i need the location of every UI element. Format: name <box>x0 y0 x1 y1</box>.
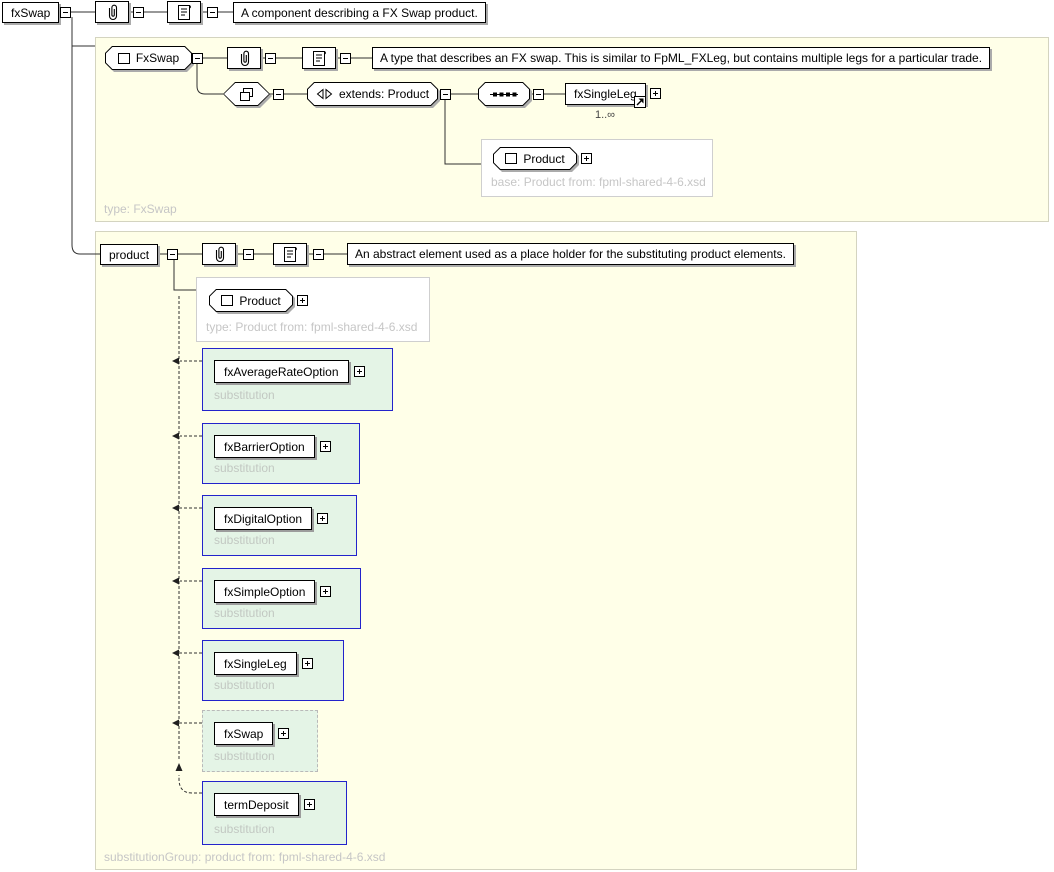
annotation-node[interactable] <box>302 47 336 69</box>
square-icon <box>118 53 130 64</box>
substitution-caption: substitution <box>214 678 275 692</box>
substitution-element-node[interactable]: termDeposit <box>214 793 299 816</box>
base-product-label: Product <box>523 151 565 166</box>
product-element-node[interactable]: product <box>100 244 159 265</box>
product-annotation-text: An abstract element used as a place hold… <box>355 247 786 261</box>
annotation-node[interactable] <box>167 1 201 23</box>
fxsingleleg-element-label: fxSingleLeg <box>574 87 637 101</box>
fxswap-annotation-text: A component describing a FX Swap product… <box>241 5 478 20</box>
substitution-group-footer-label: substitutionGroup: product from: fpml-sh… <box>104 850 386 864</box>
substitution-box-fxSingleLeg[interactable]: fxSingleLeg substitution <box>202 640 344 701</box>
square-icon <box>505 153 517 164</box>
collapse-toggle[interactable] <box>340 53 351 64</box>
collapse-toggle[interactable] <box>60 7 71 18</box>
collapse-toggle[interactable] <box>167 249 178 260</box>
expand-toggle[interactable] <box>297 295 308 306</box>
fxswap-element-node[interactable]: fxSwap <box>2 2 60 23</box>
substitution-element-node[interactable]: fxDigitalOption <box>214 507 313 530</box>
reference-indicator[interactable] <box>634 96 646 108</box>
expand-toggle[interactable] <box>278 728 290 739</box>
type-product-caption: type: Product from: fpml-shared-4-6.xsd <box>206 320 418 334</box>
type-product-container: Product type: Product from: fpml-shared-… <box>196 277 430 342</box>
collapse-toggle[interactable] <box>273 89 284 100</box>
fxswap-annotation-box: A component describing a FX Swap product… <box>233 2 486 23</box>
expand-toggle[interactable] <box>353 366 365 377</box>
attributes-node[interactable] <box>95 1 129 23</box>
product-element-label: product <box>109 247 150 262</box>
substitution-box-fxDigitalOption[interactable]: fxDigitalOption substitution <box>202 495 357 556</box>
substitution-box-fxSimpleOption[interactable]: fxSimpleOption substitution <box>202 568 361 629</box>
extends-product-node[interactable]: extends: Product <box>307 82 438 106</box>
substitution-box-fxBarrierOption[interactable]: fxBarrierOption substitution <box>202 423 360 484</box>
fxswap-element-label: fxSwap <box>11 5 51 20</box>
sequence-dots-icon <box>490 90 518 99</box>
square-icon <box>221 295 233 306</box>
fxsingleleg-element-node[interactable]: fxSingleLeg <box>565 83 646 105</box>
attributes-node[interactable] <box>202 243 236 265</box>
type-product-node[interactable]: Product <box>209 289 293 312</box>
collapse-toggle[interactable] <box>192 53 203 64</box>
annotation-node[interactable] <box>273 243 307 265</box>
substitution-caption: substitution <box>214 461 275 475</box>
collapse-toggle[interactable] <box>533 89 544 100</box>
substitution-element-node[interactable]: fxAverageRateOption <box>214 360 349 383</box>
expand-toggle[interactable] <box>317 513 329 524</box>
extends-triangles-icon <box>316 88 333 100</box>
fxswap-type-node[interactable]: FxSwap <box>105 46 192 70</box>
expand-toggle[interactable] <box>581 153 592 164</box>
collapse-toggle[interactable] <box>313 249 324 260</box>
substitution-caption: substitution <box>214 388 275 402</box>
substitution-caption: substitution <box>214 822 275 836</box>
scroll-icon <box>178 4 191 20</box>
complex-content-node[interactable] <box>223 82 270 106</box>
collapse-toggle[interactable] <box>133 7 144 18</box>
substitution-caption: substitution <box>214 606 275 620</box>
collapse-toggle[interactable] <box>243 249 254 260</box>
overlapping-squares-icon <box>239 87 254 102</box>
fxswap-type-label: FxSwap <box>135 51 180 65</box>
substitution-element-node[interactable]: fxSimpleOption <box>214 580 316 603</box>
expand-toggle[interactable] <box>650 88 661 99</box>
sequence-node[interactable] <box>478 82 530 106</box>
fxsingleleg-cardinality: 1..∞ <box>594 109 616 121</box>
paperclip-icon <box>108 4 118 21</box>
substitution-box-fxAverageRateOption[interactable]: fxAverageRateOption substitution <box>202 348 393 411</box>
fxswap-type-annotation-text: A type that describes an FX swap. This i… <box>380 51 983 65</box>
substitution-element-node[interactable]: fxBarrierOption <box>214 435 315 458</box>
expand-toggle[interactable] <box>319 441 331 452</box>
base-product-container: Product base: Product from: fpml-shared-… <box>481 139 713 197</box>
extends-label: extends: Product <box>338 87 430 101</box>
substitution-caption: substitution <box>214 749 275 763</box>
attributes-node[interactable] <box>227 47 261 69</box>
scroll-icon <box>313 50 326 66</box>
collapse-toggle[interactable] <box>440 89 451 100</box>
product-annotation-box: An abstract element used as a place hold… <box>347 243 794 265</box>
type-product-label: Product <box>239 293 281 308</box>
expand-toggle[interactable] <box>320 586 332 597</box>
substitution-box-termDeposit[interactable]: termDeposit substitution <box>202 781 347 845</box>
base-product-node[interactable]: Product <box>493 147 577 170</box>
scroll-icon <box>284 246 297 262</box>
collapse-toggle[interactable] <box>207 7 218 18</box>
paperclip-icon <box>215 246 225 263</box>
northeast-arrow-icon <box>636 98 644 106</box>
substitution-element-node[interactable]: fxSwap <box>214 722 274 745</box>
substitution-box-fxSwap-current[interactable]: fxSwap substitution <box>202 710 318 772</box>
paperclip-icon <box>240 50 250 67</box>
substitution-caption: substitution <box>214 533 275 547</box>
expand-toggle[interactable] <box>301 658 313 669</box>
fxswap-type-annotation-box: A type that describes an FX swap. This i… <box>372 47 991 69</box>
substitution-element-node[interactable]: fxSingleLeg <box>214 652 297 675</box>
expand-toggle[interactable] <box>303 799 315 810</box>
base-product-caption: base: Product from: fpml-shared-4-6.xsd <box>491 175 706 189</box>
collapse-toggle[interactable] <box>265 53 276 64</box>
type-footer-label: type: FxSwap <box>104 202 177 216</box>
